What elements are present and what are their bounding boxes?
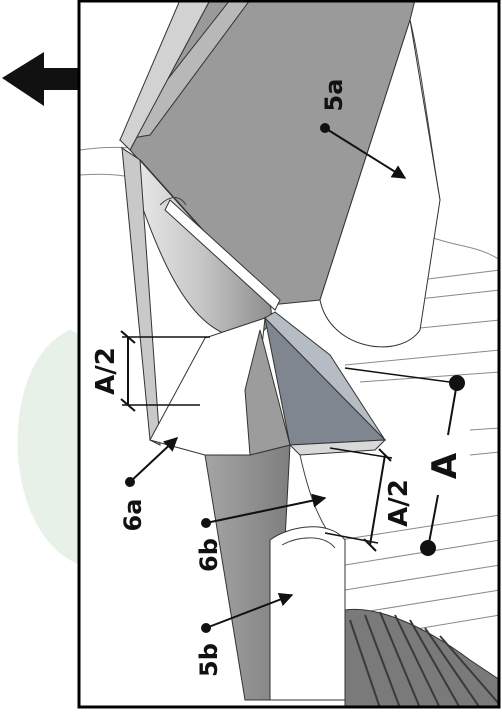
- label-half-a-right: A/2: [384, 479, 414, 527]
- part-6a-cone: [121, 146, 281, 446]
- label-dimension-a: A: [425, 452, 465, 479]
- part-6b-post: [204, 329, 387, 701]
- label-6b: 6b: [195, 538, 223, 572]
- label-half-a-top: A/2: [91, 347, 121, 395]
- dimension-a: [344, 367, 465, 556]
- frame-border: [77, 0, 501, 709]
- dimension-half-a-top: [120, 330, 210, 412]
- label-5a: 5a: [320, 79, 348, 112]
- wedge-face: [264, 311, 387, 446]
- leader-6a: [125, 437, 179, 487]
- direction-arrow-icon: [2, 52, 80, 106]
- leader-5b: [201, 592, 294, 633]
- label-5b: 5b: [195, 643, 223, 677]
- dimension-half-a-right: [324, 447, 393, 552]
- leader-6b: [201, 493, 327, 528]
- leader-5a: [320, 123, 407, 179]
- label-6a: 6a: [119, 499, 147, 532]
